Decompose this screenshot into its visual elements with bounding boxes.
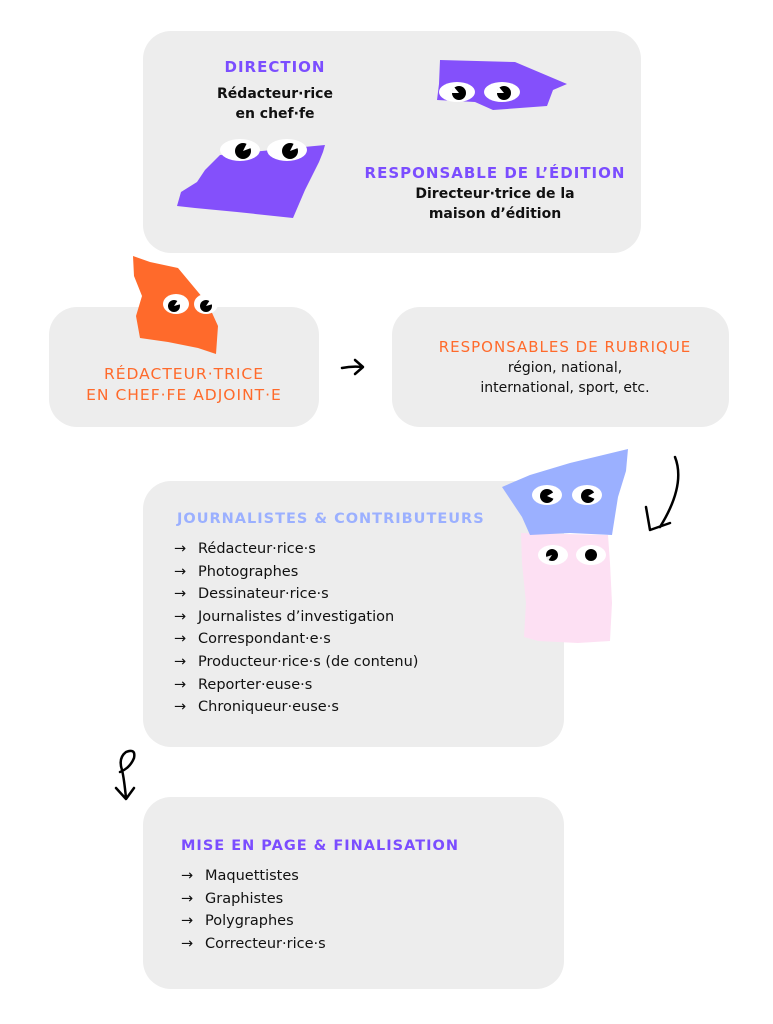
purple-blob-character-icon — [177, 139, 325, 218]
list-item: →Correspondant·e·s — [174, 628, 418, 651]
section-heads-title: RESPONSABLES DE RUBRIQUE — [438, 338, 692, 356]
purple-blob-character-icon — [437, 60, 567, 110]
section-heads-box — [392, 307, 729, 427]
arrow-right-icon: → — [174, 653, 187, 670]
arrow-right-icon: → — [181, 913, 194, 930]
list-item: →Chroniqueur·euse·s — [174, 696, 418, 719]
list-item: →Reporter·euse·s — [174, 674, 418, 697]
arrow-right-icon: → — [181, 890, 194, 907]
curved-arrow-down-icon — [644, 455, 680, 532]
arrow-right-icon: → — [174, 563, 187, 580]
direction-subtitle-line1: Rédacteur·rice — [217, 86, 333, 102]
layout-finalization-list: →Maquettistes →Graphistes →Polygraphes →… — [181, 865, 326, 955]
orange-blob-character-icon — [133, 256, 218, 354]
edition-subtitle-line1: Directeur·trice de la — [415, 186, 575, 202]
deputy-title-line1: RÉDACTEUR·TRICE — [103, 365, 265, 383]
arrow-right-icon: → — [174, 699, 187, 716]
pink-blob-character-icon — [521, 533, 612, 643]
list-item: →Polygraphes — [181, 910, 326, 933]
list-item: →Journalistes d’investigation — [174, 606, 418, 629]
journalists-box — [143, 481, 564, 747]
list-item: →Photographes — [174, 561, 418, 584]
list-item: →Dessinateur·rice·s — [174, 583, 418, 606]
deputy-title-line2: EN CHEF·FE ADJOINT·E — [86, 386, 282, 404]
layout-finalization-box — [143, 797, 564, 989]
arrow-right-icon: → — [174, 631, 187, 648]
journalists-title: JOURNALISTES & CONTRIBUTEURS — [177, 511, 485, 527]
edition-title: RESPONSABLE DE L’ÉDITION — [364, 164, 626, 182]
direction-box — [143, 31, 641, 253]
edition-subtitle-line2: maison d’édition — [428, 206, 562, 222]
list-item: →Graphistes — [181, 888, 326, 911]
loop-arrow-down-icon — [114, 749, 136, 801]
list-item: →Rédacteur·rice·s — [174, 538, 418, 561]
list-item: →Maquettistes — [181, 865, 326, 888]
direction-title: DIRECTION — [224, 58, 326, 76]
arrow-right-icon: → — [181, 868, 194, 884]
layout-finalization-title: MISE EN PAGE & FINALISATION — [181, 838, 459, 854]
journalists-list: →Rédacteur·rice·s →Photographes →Dessina… — [174, 538, 418, 719]
arrow-right-icon: → — [174, 676, 187, 693]
section-heads-line2: international, sport, etc. — [480, 380, 650, 396]
blue-blob-character-icon — [502, 449, 628, 535]
direction-subtitle-line2: en chef·fe — [235, 106, 315, 122]
section-heads-line1: région, national, — [507, 360, 623, 376]
arrow-right-icon: → — [174, 586, 187, 603]
arrow-right-icon: → — [174, 608, 187, 625]
arrow-right-icon — [340, 358, 365, 376]
arrow-right-icon: → — [181, 935, 194, 952]
arrow-right-icon: → — [174, 541, 187, 557]
list-item: →Correcteur·rice·s — [181, 933, 326, 956]
list-item: →Producteur·rice·s (de contenu) — [174, 651, 418, 674]
